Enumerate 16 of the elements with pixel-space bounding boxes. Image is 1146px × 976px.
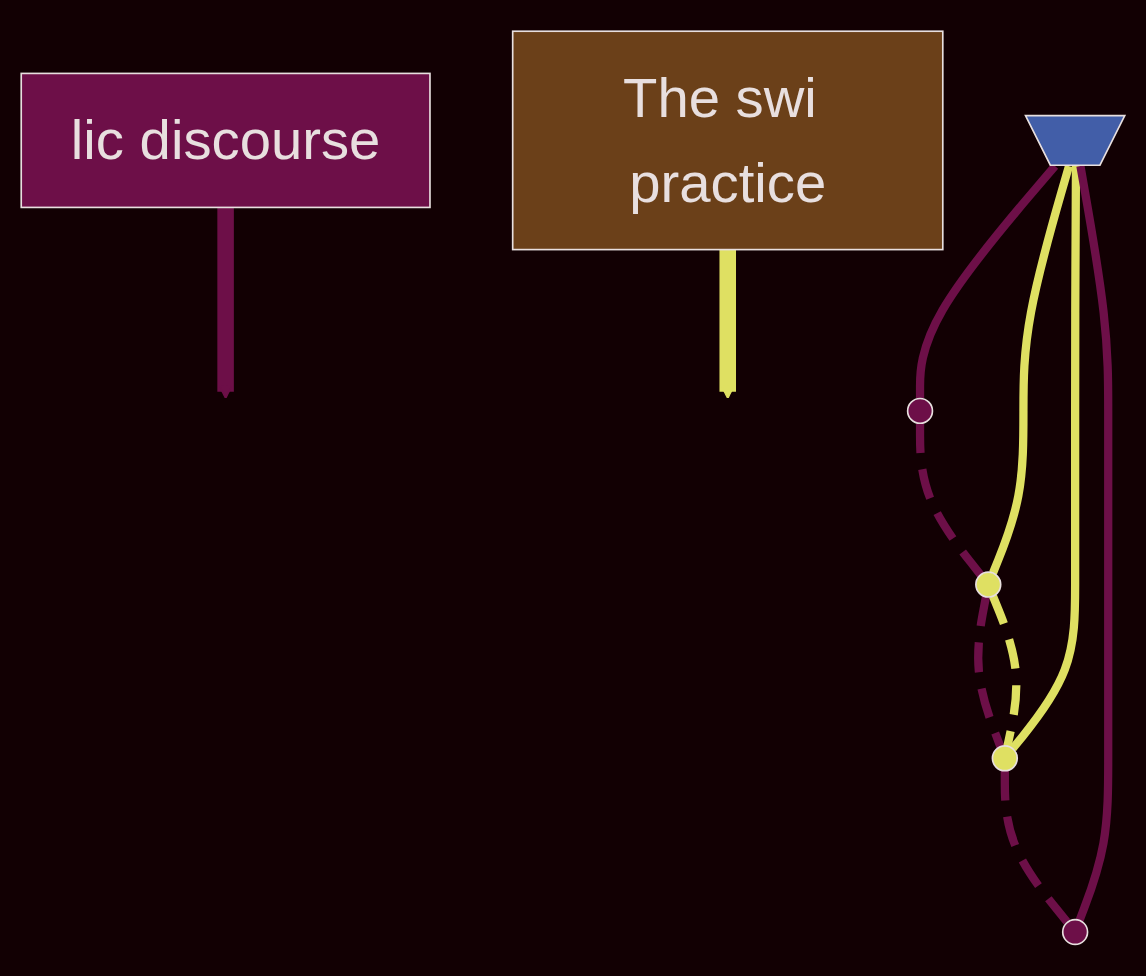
connector-line [1075,165,1113,923]
callout-arrow [719,249,736,400]
ellipse-shape [975,571,1002,598]
connector-line [989,594,1021,748]
connector-line [1009,166,1081,752]
callout-box: lic discourse [20,72,431,209]
ellipse-shape [906,397,934,425]
trapezoid-shape [1024,114,1127,167]
connector-line [989,165,1073,575]
connector-line [974,596,1005,749]
callout-arrow [217,207,234,400]
ellipse-shape [991,745,1019,772]
connector-line [915,423,984,578]
callout-box: The swi practice [511,30,944,251]
ellipse-shape [1061,918,1089,946]
connector-line [1000,770,1071,926]
